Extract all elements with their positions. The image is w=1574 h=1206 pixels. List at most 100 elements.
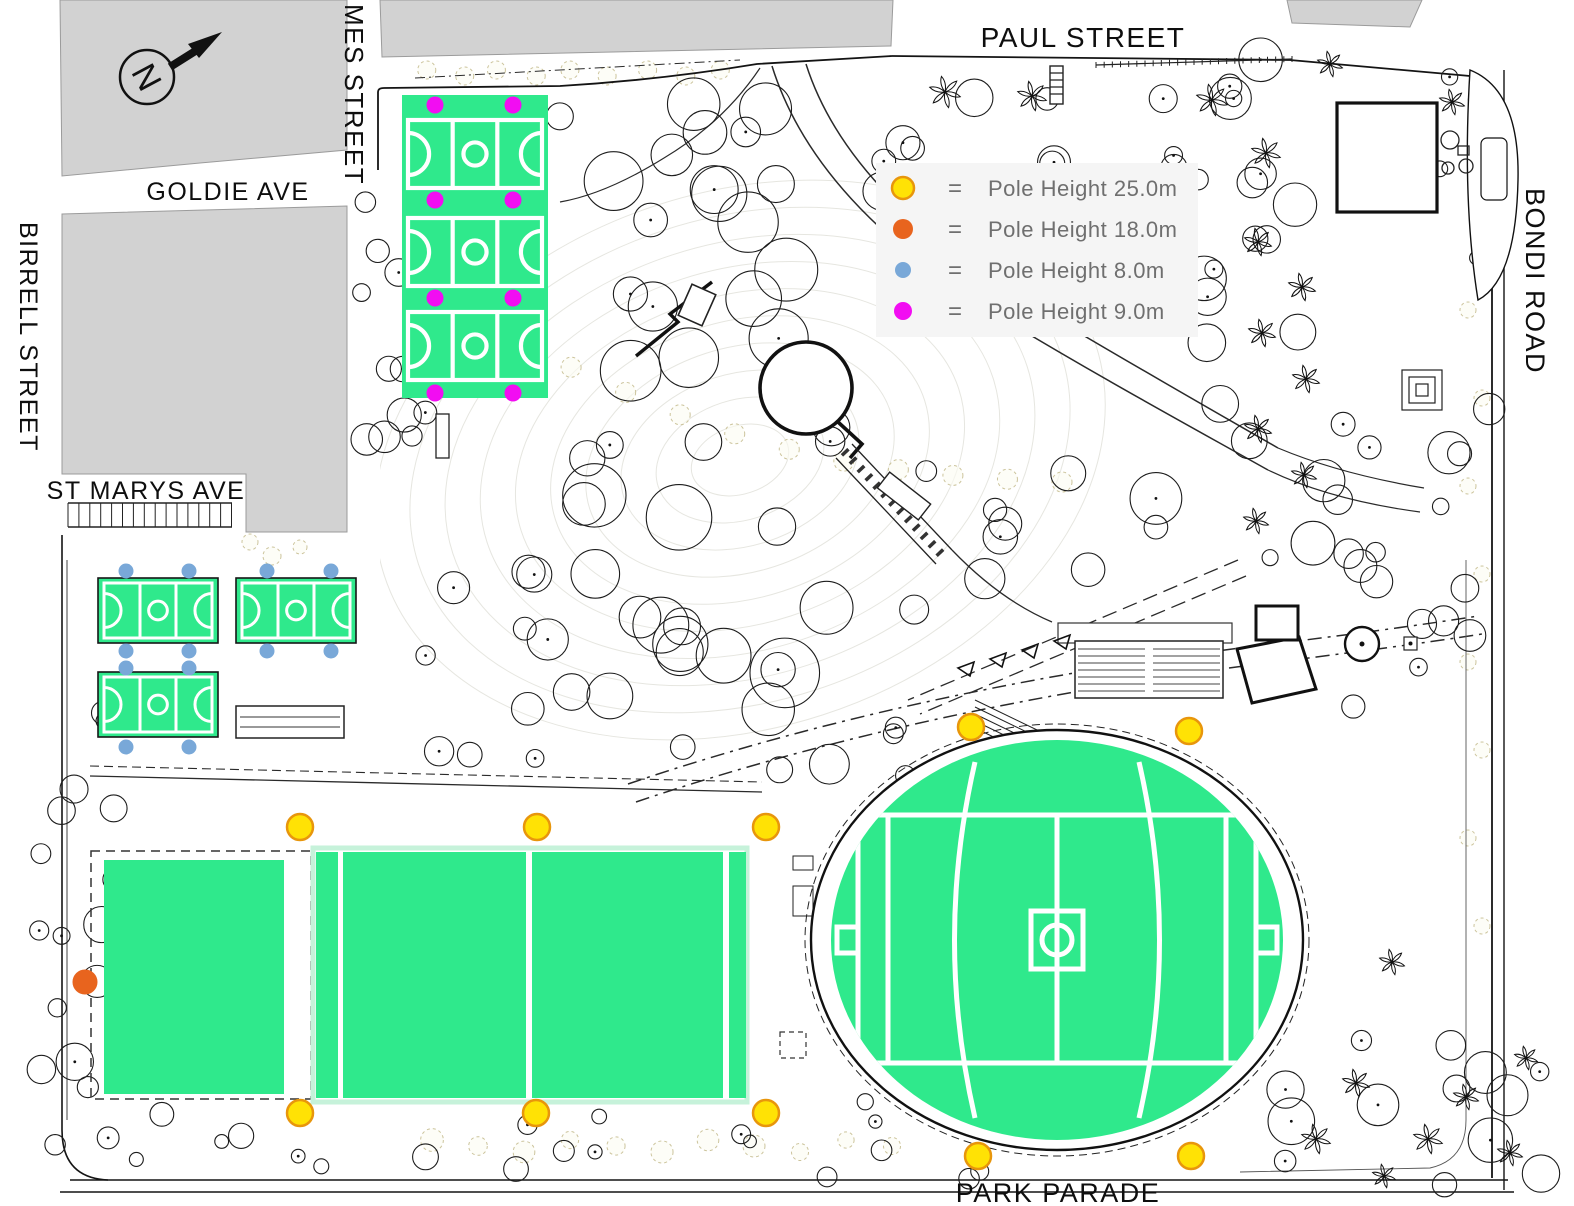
tree-circle [354, 191, 377, 213]
tree-circle [1350, 1029, 1373, 1052]
shrub-circle [526, 66, 546, 86]
palm-tree-icon [1290, 461, 1318, 489]
tree-circle [1357, 435, 1382, 460]
tree-circle [666, 77, 721, 131]
tree-circle [214, 1133, 230, 1149]
tree-trunk-dot [777, 336, 781, 340]
maze-icon [1401, 369, 1443, 411]
legend-equals: = [948, 216, 962, 243]
pole-height-9m-marker [504, 96, 522, 114]
tree-trunk-dot [1212, 267, 1216, 271]
tree-circle [1143, 514, 1169, 540]
tree-circle [44, 1133, 66, 1156]
shrub-circle [1459, 301, 1477, 319]
tree-circle [1236, 166, 1269, 199]
tree-circle [1359, 564, 1394, 599]
tree-circle [731, 1124, 752, 1145]
tree-circle [1333, 538, 1364, 569]
tree-trunk-dot [1376, 1103, 1380, 1107]
tree-circle [633, 202, 669, 238]
tree-circle [516, 556, 553, 593]
netball-court [97, 671, 219, 738]
tree-trunk-dot [452, 586, 455, 590]
shrub-circle [615, 381, 637, 403]
tree-trunk-dot [546, 638, 550, 641]
palm-tree-icon [1452, 1083, 1480, 1111]
pole-height-25m-marker [521, 1098, 551, 1128]
tree-circle [1050, 455, 1087, 492]
pole-height-25m [285, 712, 1206, 1171]
tree-circle [59, 774, 89, 804]
tree-circle [757, 507, 797, 546]
palm-tree-icon [1341, 1068, 1371, 1098]
tree-circle [401, 425, 423, 447]
street-label-bondi-road: BONDI ROAD [1520, 188, 1550, 374]
tree-circle [149, 1101, 175, 1127]
pole-height-8m-marker [118, 563, 134, 579]
tree-trunk-dot [1283, 1159, 1287, 1163]
netball-court [97, 577, 219, 644]
tree-circle [591, 1108, 608, 1125]
tree-circle [595, 430, 624, 459]
pole-height-8m-marker [181, 739, 197, 755]
sports-surfaces [90, 95, 1310, 1157]
pole-height-9m-marker [426, 289, 444, 307]
tree-circle [368, 420, 401, 454]
tree-circle [415, 645, 436, 666]
pole-height-8m [118, 563, 339, 755]
shrub-circle [696, 1128, 720, 1152]
shed [435, 413, 450, 459]
tree-circle [695, 627, 752, 684]
contour-line [380, 179, 1106, 741]
pole-height-8m-marker [118, 739, 134, 755]
shrub-circle [724, 423, 746, 445]
tree-trunk-dot [1289, 1119, 1293, 1123]
pole-height-8m-marker [323, 563, 339, 579]
shrub-circle [790, 1142, 810, 1162]
tree-circle [413, 400, 438, 425]
legend-background [876, 163, 1198, 337]
shrub-circle [262, 546, 282, 566]
shrub-circle [837, 1131, 855, 1149]
pole-height-9m [426, 96, 522, 402]
legend-label-25m: Pole Height 25.0m [988, 176, 1178, 201]
stair-rungs [1050, 72, 1063, 95]
tree-circle [964, 557, 1006, 600]
shrub-circle [669, 404, 691, 426]
shrub-circle [420, 1128, 444, 1152]
pole-height-9m-marker [504, 191, 522, 209]
tree-circle [982, 518, 1019, 555]
tree-trunk-dot [1368, 446, 1371, 449]
tree-circle [612, 276, 649, 312]
tree-circle [1467, 1117, 1514, 1163]
tree-circle [350, 423, 384, 456]
legend-dot-yellow-icon [890, 175, 916, 201]
tree-circle [618, 595, 662, 639]
tree-circle [552, 1139, 575, 1162]
palm-tree-icon [1250, 137, 1282, 169]
tree-circle [1330, 411, 1356, 437]
grandstand-seating-lines [1078, 648, 1220, 692]
tree-circle [754, 237, 819, 302]
tree-trunk-dot [397, 271, 401, 274]
tree-circle [510, 691, 545, 726]
tree-circle [1453, 619, 1487, 652]
legend-label-18m: Pole Height 18.0m [988, 217, 1178, 242]
pole-height-8m-marker [181, 660, 197, 676]
parking-bays [67, 502, 232, 528]
shrub-circle [560, 1130, 580, 1150]
pole-markers [72, 96, 1206, 1171]
palm-tree-icon [1242, 507, 1270, 535]
legend-equals: = [948, 175, 962, 202]
tree-circle [1224, 89, 1243, 108]
tree-trunk-dot [651, 305, 655, 308]
tree-circle [982, 497, 1008, 523]
lower-courts [97, 577, 357, 738]
field-centre-1 [343, 852, 526, 1098]
legend-dot-orange-icon [893, 219, 913, 239]
tree-trunk-dot [649, 218, 653, 222]
tree-circle [313, 1158, 330, 1175]
tree-trunk-dot [901, 141, 905, 145]
pole-height-8m-marker [181, 563, 197, 579]
